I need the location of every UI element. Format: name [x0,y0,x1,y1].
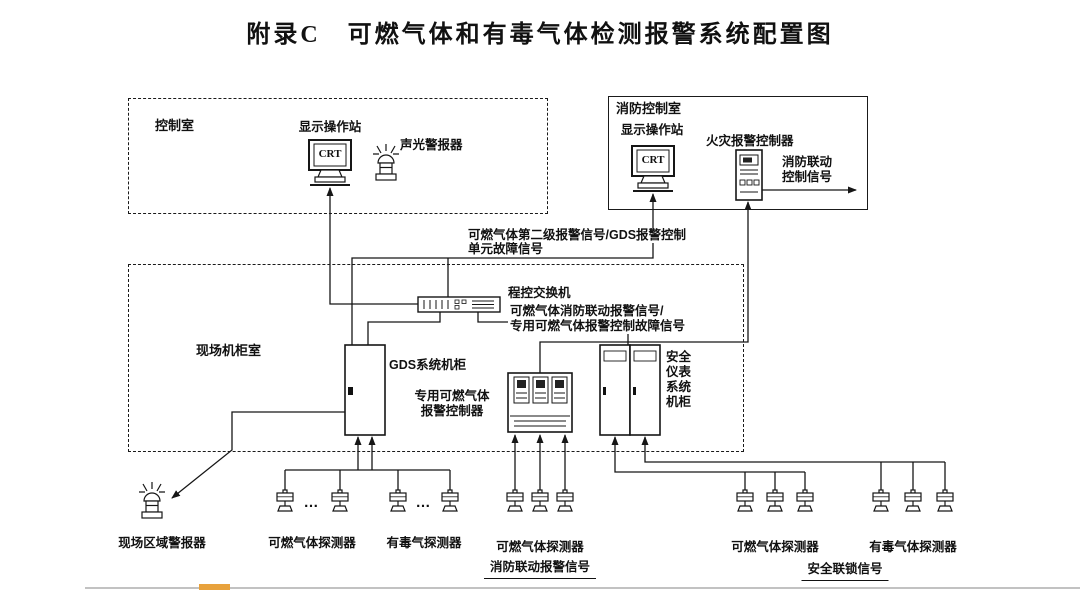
second-level-signal-line2: 单元故障信号 [466,242,546,257]
toxic-detector-icon [936,489,954,512]
slide-bottom-divider [85,587,1080,589]
sis-cabinet-label-line1: 安全 [666,350,692,364]
ellipsis-group2: … [415,494,433,511]
dedicated-controller-cabinet-icon [507,372,573,433]
pbx-switch-label: 程控交换机 [508,286,571,300]
fire-linkage-signal-line1: 可燃气体消防联动报警信号/ [508,304,666,319]
equipment-icons [138,139,954,519]
toxic-detectors-left-label: 有毒气探测器 [386,536,462,550]
field-area-alarm-label: 现场区域警报器 [118,536,206,550]
combustible-detector-icon [556,489,574,512]
fire-linkage-out-label-line1: 消防联动 [782,155,833,169]
fire-linkage-out-label-line2: 控制信号 [782,170,833,184]
gds-cabinet-label: GDS系统机柜 [389,358,467,372]
combustible-detector-icon [506,489,524,512]
audible-visual-alarm-label: 声光警报器 [400,138,463,152]
fire-linkage-signal-line2: 专用可燃气体报警控制故障信号 [508,319,688,334]
crt-label-right: CRT [641,154,665,166]
second-level-signal-line1: 可燃气体第二级报警信号/GDS报警控制 [466,228,689,243]
sis-cabinet-label-line2: 仪表 [666,365,692,379]
page-title: 附录C 可燃气体和有毒气体检测报警系统配置图 [246,22,834,48]
display-station-label-left: 显示操作站 [298,120,362,134]
gds-cabinet-icon [344,344,386,436]
combustible-detector-icon [276,489,294,512]
combustible-detector-icon [331,489,349,512]
fire-control-room-label: 消防控制室 [614,101,684,117]
crt-monitor-icon [631,145,675,192]
combustible-detector-icon [796,489,814,512]
sis-cabinet-label-line3: 系统 [666,380,692,394]
combustible-detectors-right-label: 可燃气体探测器 [731,540,819,554]
sis-cabinet-label-line4: 机柜 [666,395,692,409]
audible-visual-alarm-icon [372,143,400,181]
slide-accent-bar [199,584,230,590]
control-room-label: 控制室 [155,118,195,133]
ellipsis-group1: … [303,494,321,511]
dedicated-controller-label-line1: 专用可燃气体 [414,389,490,403]
field-area-alarm-icon [138,481,166,519]
combustible-detector-icon [736,489,754,512]
safety-interlock-signal-label: 安全联锁信号 [801,562,889,581]
control-room-box [128,98,548,214]
toxic-detector-icon [389,489,407,512]
pbx-switch-icon [417,296,501,313]
fire-alarm-controller-label: 火灾报警控制器 [706,134,794,148]
display-station-label-right: 显示操作站 [620,123,684,137]
toxic-detector-icon [441,489,459,512]
combustible-detector-icon [531,489,549,512]
fire-control-room-box [608,96,868,210]
combustible-detectors-mid-label: 可燃气体探测器 [496,540,584,554]
sis-cabinet-icon [599,344,661,436]
fire-linkage-alarm-signal-label: 消防联动报警信号 [483,560,597,579]
combustible-detectors-left-label: 可燃气体探测器 [268,536,356,550]
dedicated-controller-label-line2: 报警控制器 [420,404,484,418]
crt-label-left: CRT [318,148,342,160]
crt-monitor-icon [308,139,352,186]
combustible-detector-icon [766,489,784,512]
fire-alarm-controller-icon [735,149,763,201]
toxic-detector-icon [872,489,890,512]
toxic-detectors-right-label: 有毒气体探测器 [869,540,957,554]
toxic-detector-icon [904,489,922,512]
field-cabinet-room-box [128,264,744,452]
field-cabinet-room-label: 现场机柜室 [196,343,262,358]
